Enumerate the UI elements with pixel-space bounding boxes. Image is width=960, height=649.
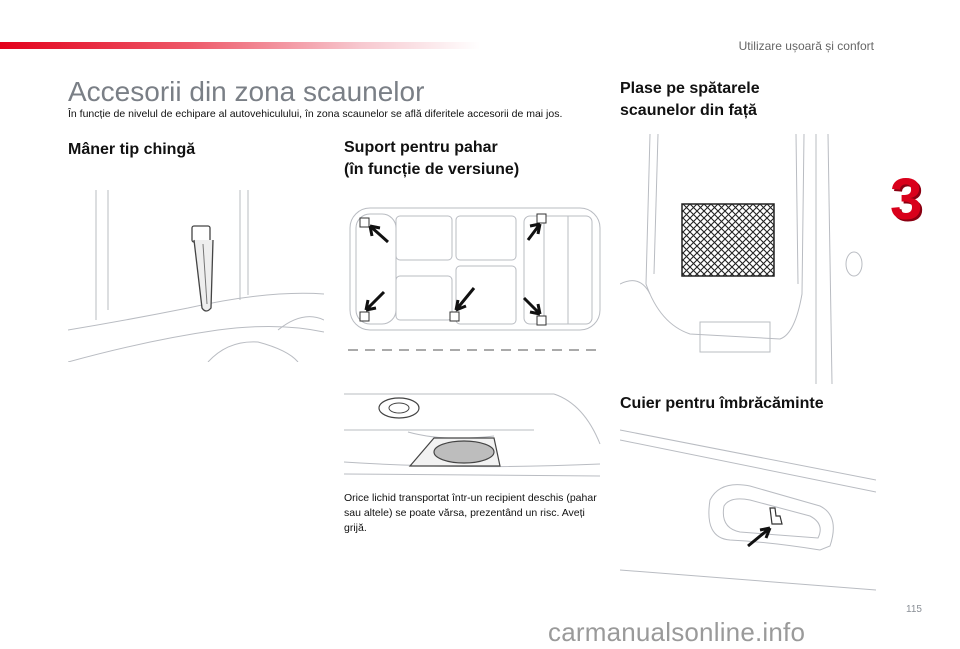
- heading-coat-hook: Cuier pentru îmbrăcăminte: [620, 395, 824, 412]
- heading-seat-nets: Plase pe spătarele scaunelor din față: [620, 78, 760, 122]
- heading-cup-holder-line2: (în funcție de versiune): [344, 161, 520, 178]
- cup-holder-warning: Orice lichid transportat într-un recipie…: [344, 492, 597, 534]
- page-title: Accesorii din zona scaunelor: [68, 76, 425, 107]
- section-header-title: Utilizare ușoară și confort: [738, 39, 874, 53]
- watermark: carmanualsonline.info: [548, 617, 806, 647]
- heading-seat-nets-line2: scaunelor din față: [620, 102, 757, 119]
- heading-cup-holder: Suport pentru pahar (în funcție de versi…: [344, 137, 519, 181]
- heading-seat-nets-line1: Plase pe spătarele: [620, 80, 760, 97]
- coat-hook-illustration: [620, 429, 876, 591]
- heading-strap-handle: Mâner tip chingă: [68, 141, 196, 158]
- intro-paragraph: În funcție de nivelul de echipare al aut…: [68, 108, 563, 120]
- seat-net-illustration: [620, 134, 863, 384]
- cabin-plan-illustration: [348, 207, 601, 351]
- chapter-number: 3: [890, 167, 923, 232]
- heading-cup-holder-line1: Suport pentru pahar: [344, 139, 498, 156]
- strap-handle-illustration: [68, 190, 324, 362]
- header-accent-bar: [0, 42, 480, 49]
- page-number: 115: [906, 604, 922, 615]
- cup-holder-illustration: [344, 393, 601, 477]
